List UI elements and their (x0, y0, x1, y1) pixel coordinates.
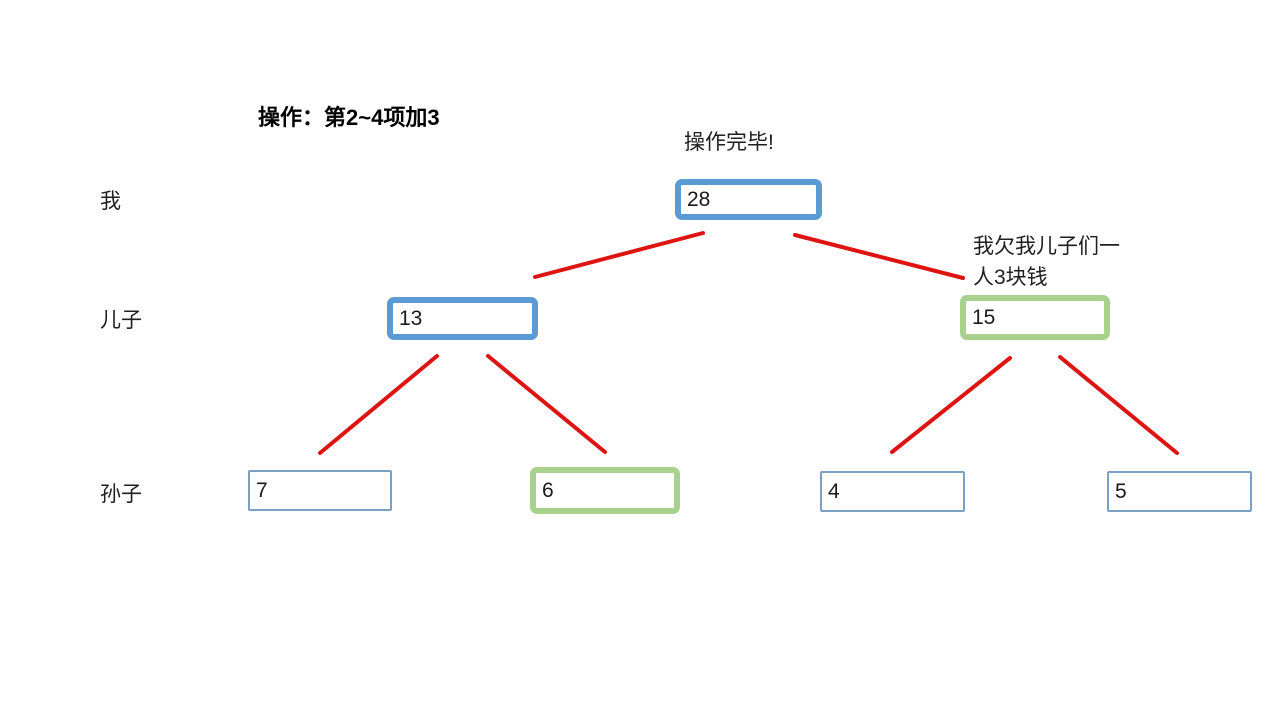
node-son-right-value: 15 (972, 305, 996, 329)
edge-root-to-left-son (533, 231, 705, 279)
edge-root-to-right-son (793, 233, 965, 280)
status-note: 操作完毕! (684, 131, 774, 154)
operation-title: 操作：第2~4项加3 (258, 105, 440, 130)
node-grandson-4-value: 5 (1115, 479, 1127, 503)
debt-annotation-line2: 人3块钱 (973, 266, 1048, 289)
edge-leftson-to-g1 (318, 354, 439, 455)
row-label-grandson: 孙子 (100, 483, 142, 506)
node-grandson-2: 6 (530, 467, 680, 514)
edge-rightson-to-g3 (890, 356, 1012, 454)
node-root: 28 (675, 179, 822, 220)
debt-annotation: 我欠我儿子们一 人3块钱 (973, 231, 1120, 293)
node-son-left: 13 (387, 297, 538, 340)
node-grandson-1: 7 (248, 470, 392, 511)
edge-leftson-to-g2 (486, 354, 607, 454)
row-label-son: 儿子 (100, 309, 142, 332)
node-grandson-3-value: 4 (828, 479, 840, 503)
node-grandson-1-value: 7 (256, 478, 268, 502)
node-son-right: 15 (960, 295, 1110, 340)
node-root-value: 28 (687, 187, 711, 211)
row-label-me: 我 (100, 190, 121, 213)
node-son-left-value: 13 (399, 306, 423, 330)
node-grandson-3: 4 (820, 471, 965, 512)
node-grandson-2-value: 6 (542, 478, 554, 502)
edge-rightson-to-g4 (1058, 355, 1179, 455)
debt-annotation-line1: 我欠我儿子们一 (973, 235, 1120, 258)
node-grandson-4: 5 (1107, 471, 1252, 512)
